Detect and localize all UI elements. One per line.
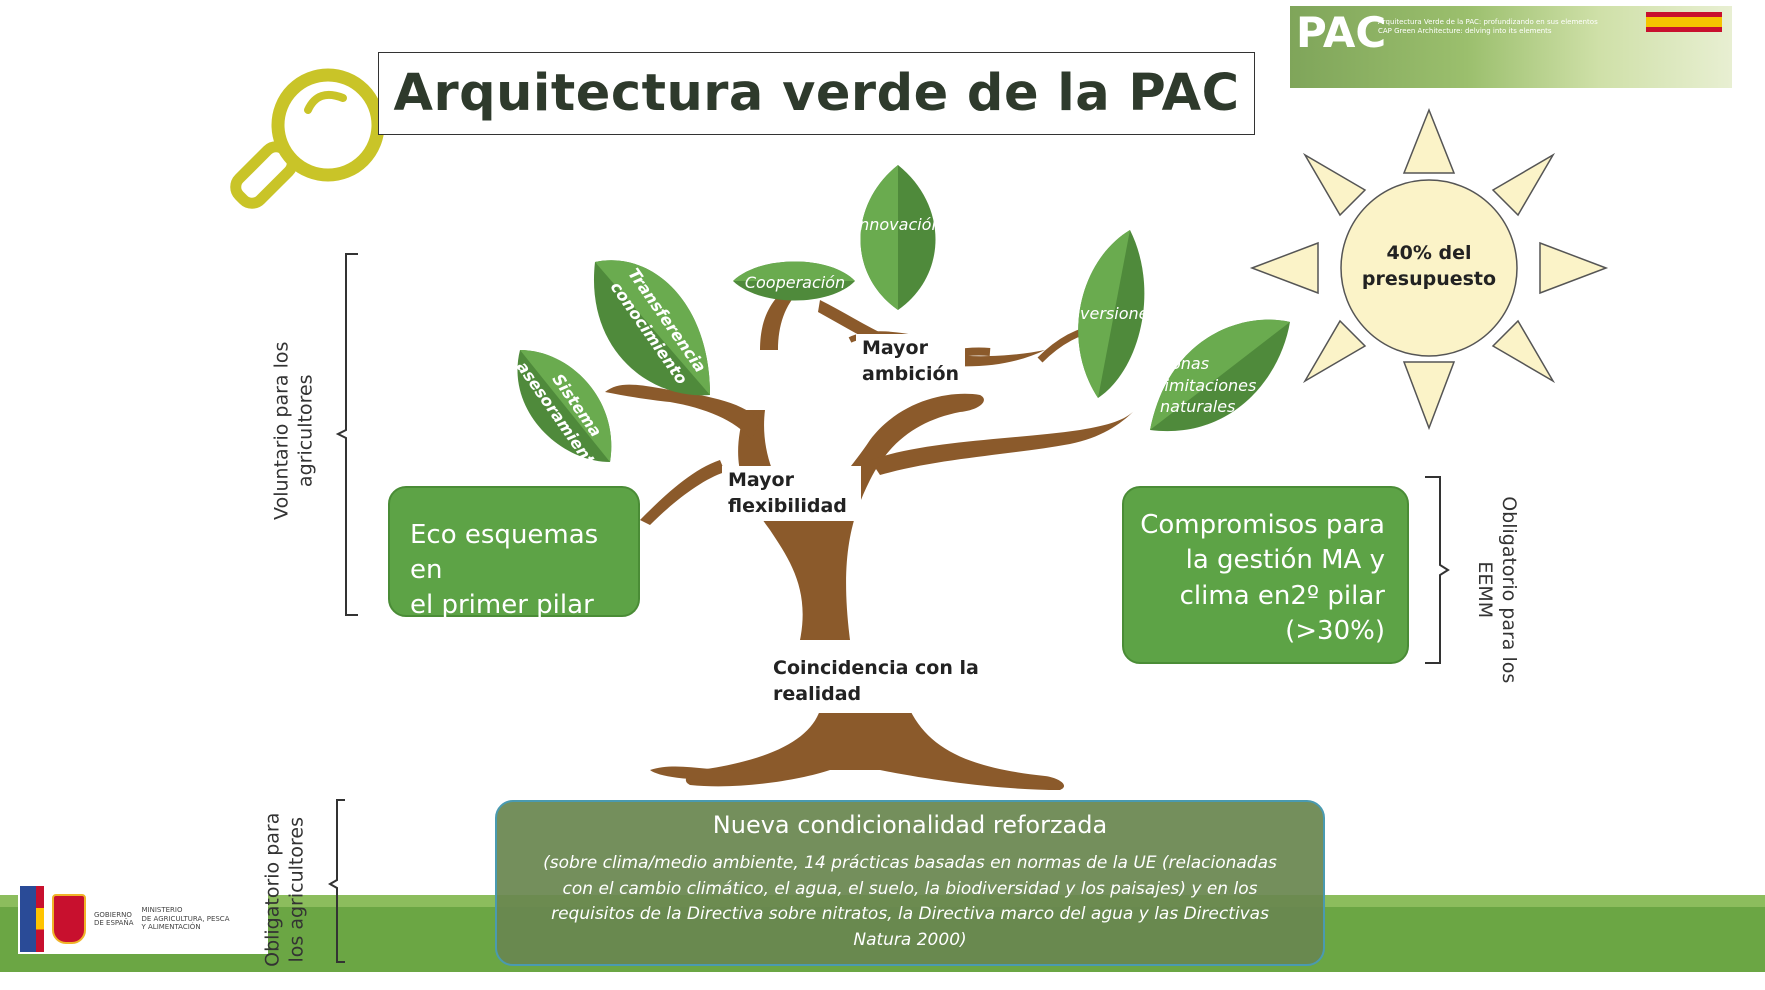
- spain-flag-badge: [1646, 12, 1722, 32]
- bracket-obligatorio-eemm: [1425, 476, 1450, 664]
- box-eco-esquemas-1: Eco esquemas en: [410, 520, 599, 586]
- label-mayor-ambicion: Mayor ambición: [856, 334, 966, 390]
- side-label-voluntario-2: agricultores: [294, 374, 316, 488]
- pac-banner: PAC Arquitectura Verde de la PAC: profun…: [1290, 6, 1732, 88]
- bracket-obligatorio-agricultores: [327, 799, 345, 963]
- side-label-voluntario: Voluntario para los agricultores: [270, 341, 318, 521]
- box-compromisos-3: clima en2º pilar: [1179, 580, 1385, 611]
- magnifier-icon: [230, 68, 385, 209]
- side-label-obligatorio-eemm-1: Obligatorio para los: [1497, 496, 1520, 684]
- box-compromisos-2: la gestión MA y: [1185, 545, 1385, 576]
- sun-text-1: 40% del: [1386, 242, 1472, 264]
- label-mayor-flexibilidad-1: Mayor: [728, 469, 794, 491]
- leaf-cooperacion: [733, 261, 855, 301]
- box-compromisos: Compromisos para la gestión MA y clima e…: [1122, 486, 1409, 664]
- leaf-label-cooperacion: Cooperación: [744, 273, 846, 292]
- flag-icon: [20, 886, 44, 952]
- label-coincidencia-1: Coincidencia con la: [773, 657, 979, 679]
- tree-roots: [650, 710, 1065, 790]
- side-label-obligatorio-eemm: Obligatorio para los EEMM: [1472, 490, 1520, 690]
- box-compromisos-1: Compromisos para: [1140, 510, 1385, 540]
- box-compromisos-4: (>30%): [1285, 616, 1385, 647]
- gov-text: GOBIERNO DE ESPAÑA: [94, 911, 134, 928]
- leaf-label-zonas-1: Zonas: [1160, 354, 1210, 373]
- leaf-zonas: [1150, 319, 1290, 432]
- leaf-sistema: [517, 350, 612, 462]
- box-condicionalidad: Nueva condicionalidad reforzada (sobre c…: [495, 800, 1325, 966]
- leaf-label-zonas: Zonas limitaciones naturales: [1160, 353, 1270, 418]
- box-condicionalidad-title: Nueva condicionalidad reforzada: [712, 811, 1108, 839]
- ministry-line-2: DE AGRICULTURA, PESCA: [141, 914, 230, 923]
- page-title: Arquitectura verde de la PAC: [393, 64, 1240, 123]
- ministry-line-3: Y ALIMENTACIÓN: [141, 923, 201, 932]
- label-coincidencia-2: realidad: [773, 682, 862, 705]
- sun-text: 40% del presupuesto: [1341, 241, 1517, 292]
- side-label-obligatorio-eemm-2: EEMM: [1474, 561, 1496, 619]
- sun-text-2: presupuesto: [1361, 267, 1497, 290]
- bracket-voluntario: [335, 253, 358, 616]
- label-mayor-ambicion-1: Mayor: [862, 337, 928, 359]
- leaf-label-zonas-2: limitaciones: [1160, 375, 1257, 395]
- side-label-voluntario-1: Voluntario para los: [270, 341, 293, 520]
- label-mayor-flexibilidad-2: flexibilidad: [728, 494, 847, 517]
- government-logo: GOBIERNO DE ESPAÑA MINISTERIO DE AGRICUL…: [18, 884, 268, 954]
- coat-of-arms-icon: [52, 894, 86, 944]
- leaf-label-inversiones: Inversiones: [1065, 304, 1157, 323]
- leaf-inversiones: [1078, 230, 1145, 398]
- title-box: Arquitectura verde de la PAC: [378, 52, 1255, 135]
- leaf-label-innovacion: Innovación: [854, 215, 942, 234]
- label-mayor-flexibilidad: Mayor flexibilidad: [722, 466, 861, 522]
- box-eco-esquemas: Eco esquemas en el primer pilar: [388, 486, 640, 620]
- gov-line-1: GOBIERNO: [94, 910, 132, 919]
- box-condicionalidad-4: Natura 2000): [853, 929, 967, 950]
- box-condicionalidad-3: requisitos de la Directiva sobre nitrato…: [551, 904, 1269, 924]
- banner-line-1: Arquitectura Verde de la PAC: profundiza…: [1378, 18, 1598, 26]
- box-condicionalidad-1: (sobre clima/medio ambiente, 14 práctica…: [543, 853, 1277, 873]
- sun-icon: [1249, 107, 1609, 431]
- side-label-obligatorio-agri-1: Obligatorio para: [261, 812, 284, 967]
- leaf-innovacion: [860, 165, 936, 310]
- leaf-label-zonas-3: naturales: [1160, 397, 1236, 417]
- leaf-transferencia: [593, 260, 710, 396]
- pac-logo: PAC: [1296, 8, 1387, 57]
- banner-subtitle: Arquitectura Verde de la PAC: profundiza…: [1378, 18, 1598, 36]
- ministry-line-1: MINISTERIO: [141, 906, 183, 915]
- label-mayor-ambicion-2: ambición: [862, 362, 960, 385]
- box-condicionalidad-2: con el cambio climático, el agua, el sue…: [562, 878, 1258, 899]
- side-label-obligatorio-agricultores: Obligatorio para los agricultores: [261, 790, 309, 990]
- box-eco-esquemas-2: el primer pilar: [410, 590, 594, 621]
- side-label-obligatorio-agri-2: los agricultores: [285, 817, 307, 963]
- banner-line-2: CAP Green Architecture: delving into its…: [1378, 27, 1552, 36]
- box-condicionalidad-body: (sobre clima/medio ambiente, 14 práctica…: [497, 851, 1323, 953]
- ministry-text: MINISTERIO DE AGRICULTURA, PESCA Y ALIME…: [142, 906, 230, 931]
- label-coincidencia: Coincidencia con la realidad: [767, 652, 989, 714]
- gov-line-2: DE ESPAÑA: [94, 919, 134, 927]
